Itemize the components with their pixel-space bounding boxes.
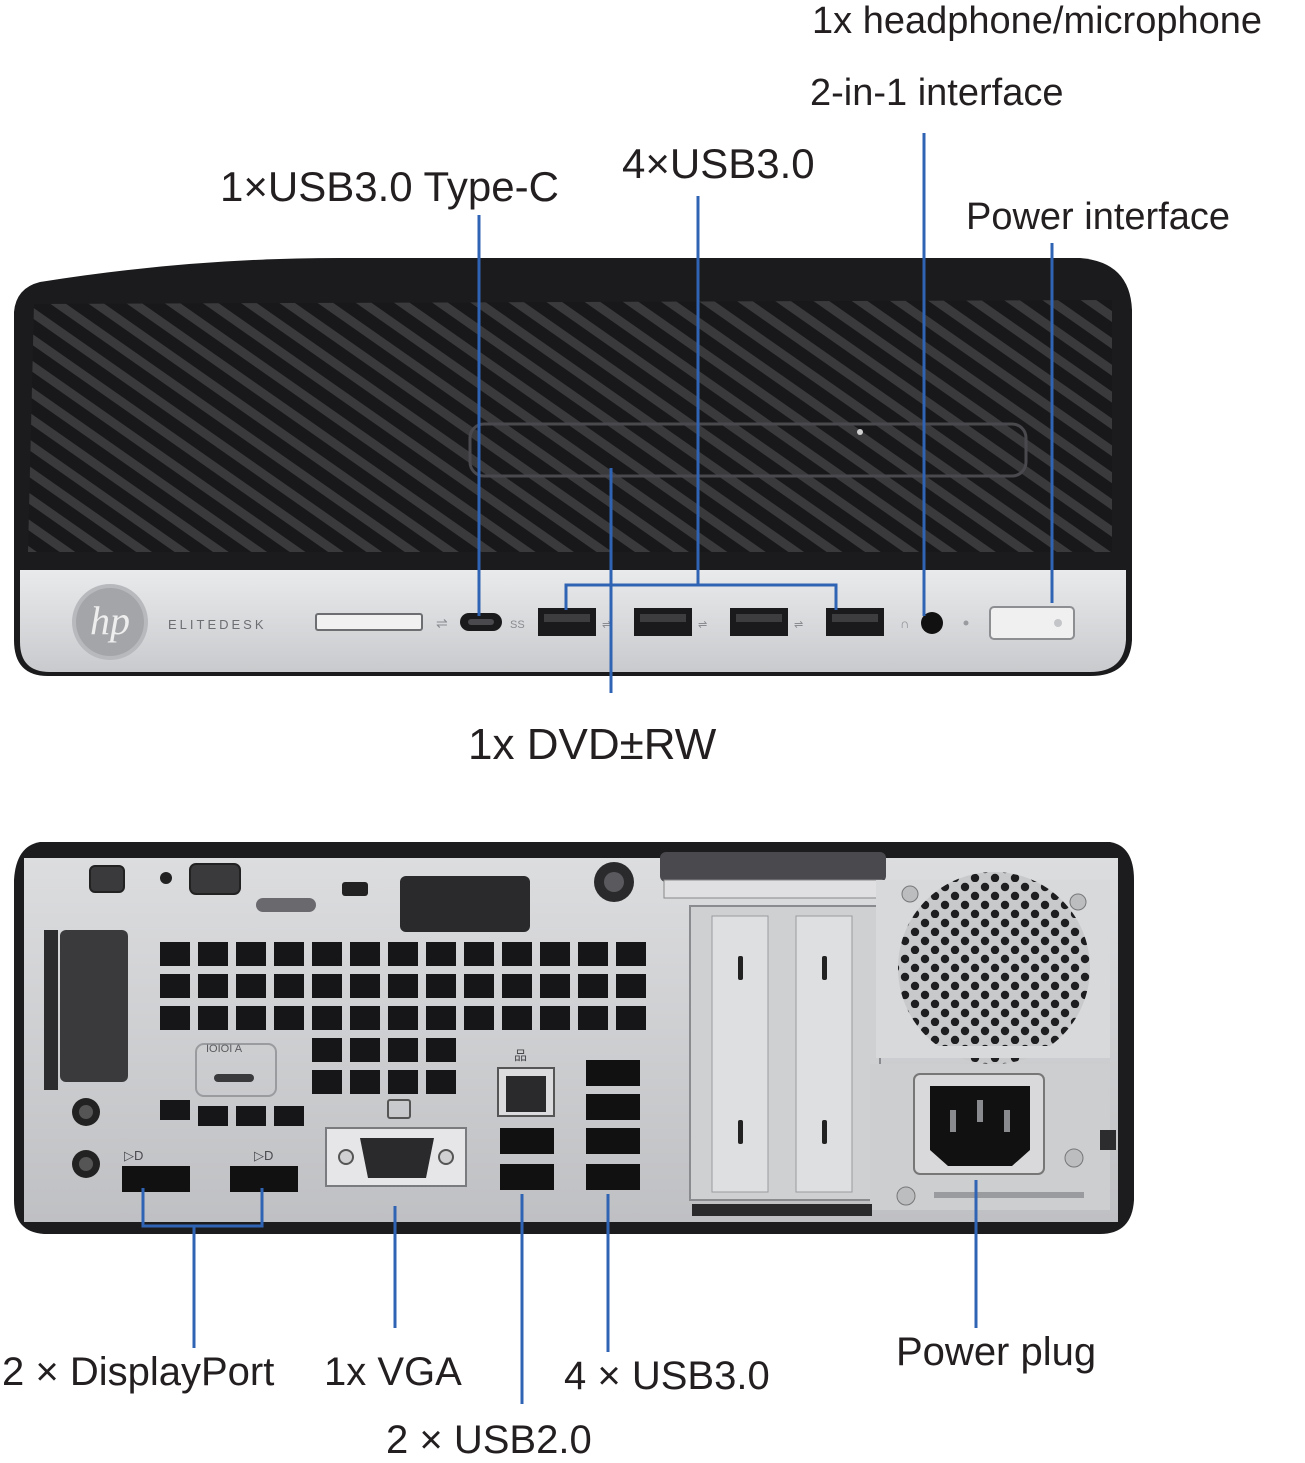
power-socket <box>870 1064 1110 1210</box>
svg-text:⇌: ⇌ <box>436 615 448 631</box>
dvd-drive-bay <box>468 422 1028 478</box>
hp-logo: hp <box>72 584 148 660</box>
svg-text:SS: SS <box>510 619 525 631</box>
front-vent-grille <box>28 300 1112 552</box>
callout-displayport <box>141 1188 264 1228</box>
card-reader-slot <box>315 613 423 631</box>
svg-text:⇌: ⇌ <box>698 619 707 631</box>
usb-icon: ⇌ <box>602 619 611 631</box>
dvd-label: 1x DVD±RW <box>468 720 717 769</box>
headphone-label-line2: 2-in-1 interface <box>810 72 1064 114</box>
svg-text:▷D: ▷D <box>254 1148 273 1163</box>
expansion-slots <box>660 852 886 1201</box>
displayport-icon: ▷D <box>124 1148 143 1163</box>
front-case: hp ELITEDESK ⇌ SS ⇌ ⇌ ⇌ ∩ <box>14 258 1132 676</box>
vga-icon <box>387 1099 411 1119</box>
front-usb3-label: 4×USB3.0 <box>622 140 815 187</box>
displayport-ports: ▷D ▷D <box>122 1148 298 1192</box>
vga-label: 1x VGA <box>324 1350 462 1394</box>
callout-lines <box>141 133 1054 1404</box>
power-plug-label: Power plug <box>896 1330 1097 1374</box>
power-button <box>989 606 1075 640</box>
rear-usb-ports <box>500 1060 640 1190</box>
rear-vent-grid <box>160 942 646 1126</box>
power-button-icon <box>1054 619 1062 627</box>
model-text: ELITEDESK <box>168 617 267 632</box>
fan-grille-icon <box>898 872 1090 1064</box>
front-usb-ports: ⇌ ⇌ ⇌ <box>538 608 884 636</box>
rear-case: IOIOI A ▷D ▷D 品 <box>14 842 1134 1234</box>
headphone-label-line1: 1x headphone/microphone <box>812 0 1263 42</box>
ethernet-icon: 品 <box>514 1048 527 1063</box>
usb-c-label: 1×USB3.0 Type-C <box>220 163 559 210</box>
svg-text:hp: hp <box>90 598 130 643</box>
serial-port-label: IOIOI A <box>206 1043 243 1055</box>
vga-port <box>325 1099 467 1187</box>
psu-fan <box>876 872 1110 1064</box>
rear-usb3-label: 4 × USB3.0 <box>564 1354 770 1398</box>
power-socket-icon <box>930 1086 1030 1166</box>
usb2-label: 2 × USB2.0 <box>386 1418 592 1462</box>
headphone-icon: ∩ <box>900 616 909 631</box>
power-interface-label: Power interface <box>966 196 1231 238</box>
displayport-label: 2 × DisplayPort <box>2 1350 275 1394</box>
headphone-jack <box>921 612 943 634</box>
ethernet-port: 品 <box>497 1048 555 1117</box>
svg-text:⇌: ⇌ <box>794 619 803 631</box>
